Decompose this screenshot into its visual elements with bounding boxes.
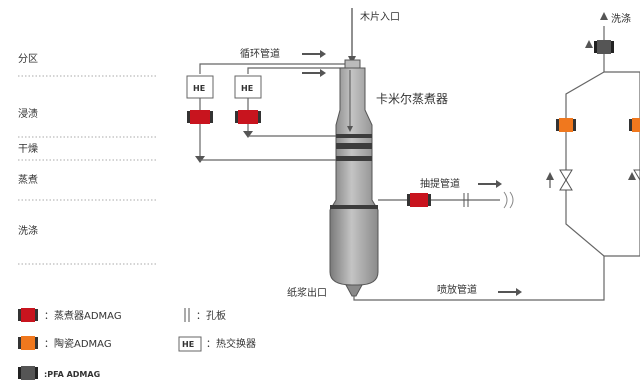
flow-arrow-icon [478, 180, 502, 188]
kamyr-digester-vessel [329, 59, 379, 297]
blow-pipe [353, 262, 605, 301]
wood-chip-inlet-label: 木片入口 [360, 10, 400, 23]
ceramic-flowmeter [556, 118, 576, 132]
valve-icon [628, 169, 640, 181]
zone-drying-label: 干燥 [18, 143, 38, 155]
washing-manifold [565, 26, 640, 262]
digester-flowmeter [407, 193, 431, 207]
svg-text:HE: HE [182, 340, 194, 349]
digester-flowmeter [235, 110, 261, 124]
legend: ：蒸煮器ADMAG ：陶瓷ADMAG :PFA ADMAG ：孔板 HE ：热交… [18, 308, 256, 380]
extraction-pipe-label: 抽提管道 [420, 177, 460, 190]
blow-pipe-label: 喷放管道 [437, 283, 477, 296]
flow-arrow-icon [302, 69, 326, 77]
digester-flowmeter [187, 110, 213, 124]
legend-pfa-meter-swatch [18, 366, 38, 380]
legend-orifice-label: ：孔板 [196, 309, 226, 322]
heat-exchanger-label: HE [193, 84, 205, 93]
flow-arrow-icon [600, 12, 608, 20]
zone-list: 分区 浸渍 干燥 蒸煮 洗涤 [18, 53, 158, 265]
pfa-flowmeter [585, 40, 614, 54]
zone-cooking-label: 蒸煮 [18, 174, 38, 186]
orifice-plate-icon [463, 193, 469, 207]
circulation-pipe-label: 循环管道 [240, 47, 280, 60]
flow-arrow-icon [302, 50, 326, 58]
circulation-pipe [199, 63, 346, 74]
wash-outlet-label: 洗涤 [611, 12, 631, 25]
valve-icon [546, 169, 573, 191]
legend-pfa-meter-label: :PFA ADMAG [44, 370, 100, 379]
zone-impregnation-label: 浸渍 [18, 107, 38, 120]
zone-separation-label: 分区 [18, 53, 38, 65]
heat-exchanger-label: HE [241, 84, 253, 93]
legend-digester-meter-swatch [18, 308, 38, 322]
flow-arrow-icon [498, 288, 522, 296]
legend-heat-exchanger-label: ：热交换器 [206, 337, 256, 350]
legend-heat-exchanger-icon: HE [178, 336, 202, 352]
legend-orifice-icon [184, 308, 190, 322]
ceramic-flowmeter [629, 118, 640, 132]
pipe-break-icon [503, 191, 514, 209]
digester-name-label: 卡米尔蒸煮器 [376, 91, 448, 106]
flow-arrow-icon [243, 131, 253, 138]
pulp-outlet-label: 纸浆出口 [287, 286, 327, 299]
legend-digester-meter-label: ：蒸煮器ADMAG [44, 310, 122, 322]
legend-ceramic-meter-swatch [18, 336, 38, 350]
zone-washing-label: 洗涤 [18, 224, 38, 237]
circulation-pipe [247, 67, 346, 74]
legend-ceramic-meter-label: ：陶瓷ADMAG [44, 337, 112, 350]
